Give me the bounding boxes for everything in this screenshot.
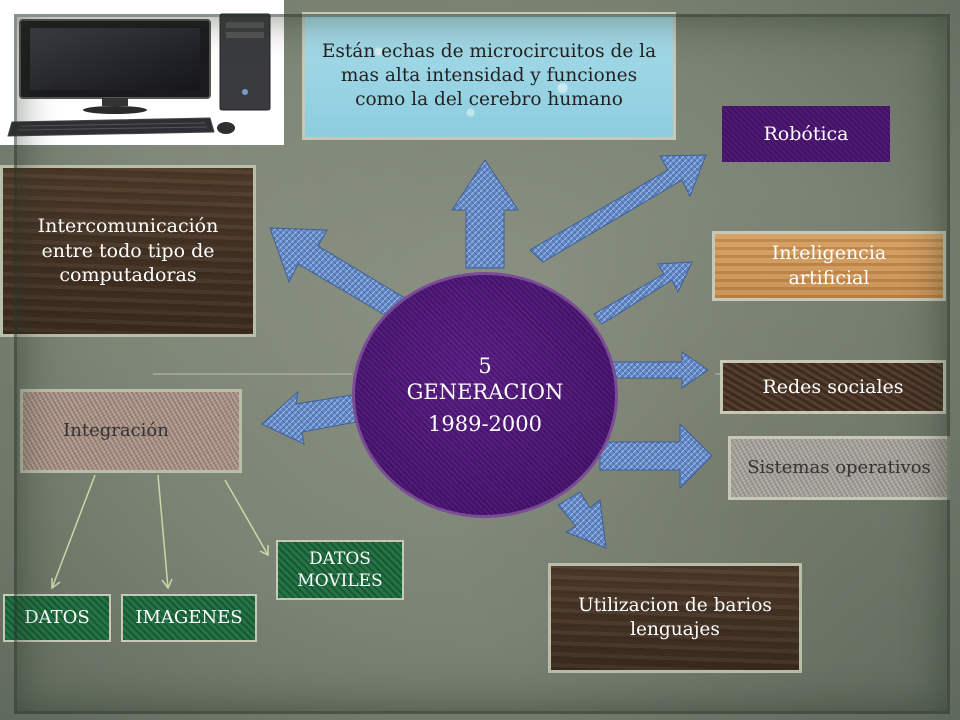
center-title: GENERACION: [406, 379, 564, 404]
arrow-up-top: [451, 159, 519, 269]
ai-box: Inteligencia artificial: [712, 231, 946, 301]
left-box: Intercomunicación entre todo tipo de com…: [0, 165, 256, 337]
moviles-box-text: DATOS MOVILES: [297, 548, 383, 591]
top-box-text: Están echas de microcircuitos de la mas …: [321, 40, 657, 111]
robotics-box-text: Robótica: [763, 122, 849, 145]
arrow-to-robotics: [529, 154, 707, 263]
desktop-computer-icon: [0, 0, 284, 145]
ai-box-text: Inteligencia artificial: [771, 242, 887, 289]
arrow-to-redes: [609, 351, 709, 389]
arrow-to-integracion: [261, 390, 357, 445]
center-number: 5: [478, 353, 492, 378]
integration-arrow-moviles: [224, 479, 269, 556]
integration-arrowhead: [51, 578, 61, 590]
redes-box-text: Redes sociales: [762, 375, 904, 398]
arrow-down-bottom: [557, 491, 607, 549]
top-box: Están echas de microcircuitos de la mas …: [302, 12, 676, 140]
bottom-box: Utilizacion de barios lenguajes: [548, 563, 802, 673]
integration-arrowhead: [259, 545, 269, 557]
arrow-up-left: [269, 227, 409, 319]
left-box-text: Intercomunicación entre todo tipo de com…: [37, 214, 219, 287]
arrow-to-ai: [593, 261, 693, 325]
integration-arrow-datos: [51, 474, 96, 589]
integration-arrow-imagenes: [157, 474, 169, 589]
integration-arrowhead: [161, 578, 173, 590]
moviles-box: DATOS MOVILES: [276, 540, 404, 600]
center-years: 1989-2000: [428, 412, 542, 437]
integration-box-text: Integración: [63, 420, 169, 442]
datos-box-text: DATOS: [24, 607, 90, 629]
integration-box: Integración: [20, 389, 242, 473]
redes-box: Redes sociales: [720, 360, 946, 414]
center-circle: 5 GENERACION 1989-2000: [352, 272, 618, 518]
datos-box: DATOS: [3, 594, 111, 642]
robotics-box: Robótica: [722, 106, 890, 162]
sistemas-box-text: Sistemas operativos: [747, 457, 931, 479]
imagenes-box: IMAGENES: [121, 594, 257, 642]
bottom-box-text: Utilizacion de barios lenguajes: [578, 594, 772, 640]
imagenes-box-text: IMAGENES: [135, 607, 243, 629]
sistemas-box: Sistemas operativos: [728, 436, 950, 500]
arrow-to-sistemas: [599, 422, 713, 490]
